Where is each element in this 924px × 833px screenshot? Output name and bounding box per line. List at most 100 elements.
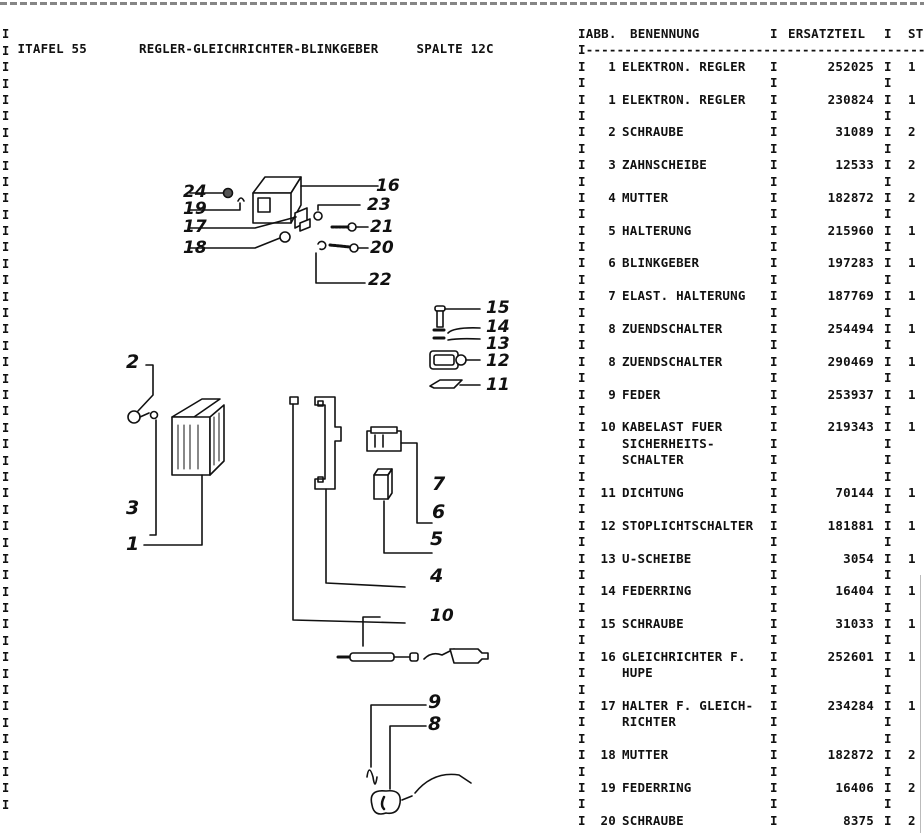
row-separator: I: [770, 796, 778, 812]
row-separator: I: [884, 681, 892, 697]
row-separator: I: [770, 304, 778, 320]
row-separator: I: [884, 698, 892, 714]
quantity: 1: [908, 517, 916, 533]
callout-1: 1: [126, 533, 140, 555]
margin-bar: I: [2, 355, 10, 370]
part-3-washer: [149, 410, 159, 420]
part-2-screw: [127, 410, 150, 424]
quantity: 1: [908, 419, 916, 435]
part-name: ELEKTRON. REGLER: [622, 91, 746, 107]
row-separator: I: [884, 583, 892, 599]
row-separator: I: [578, 271, 586, 287]
part-12-stoplight-switch: [429, 350, 481, 370]
part-name: KABELAST FUER: [622, 419, 723, 435]
row-separator: I: [770, 779, 778, 795]
row-separator: I: [578, 124, 586, 140]
page-title: REGLER-GLEICHRICHTER-BLINKGEBER: [138, 41, 379, 56]
quantity: 2: [908, 157, 916, 173]
margin-bar: I: [2, 92, 10, 107]
row-separator: I: [884, 173, 892, 189]
row-separator: I: [578, 648, 586, 664]
margin-bar: I: [2, 224, 10, 239]
col-header-abb: IABB.: [578, 26, 617, 41]
row-separator: I: [578, 714, 586, 730]
row-separator: I: [884, 206, 892, 222]
part-name: FEDER: [622, 386, 661, 402]
row-separator: I: [578, 189, 586, 205]
margin-bar: I: [2, 469, 10, 484]
part-name: SICHERHEITS-: [622, 435, 715, 451]
row-separator: I: [578, 599, 586, 615]
row-separator: I: [884, 435, 892, 451]
row-separator: I: [770, 583, 778, 599]
row-separator: I: [578, 140, 586, 156]
row-separator: I: [578, 75, 586, 91]
row-separator: I: [578, 288, 586, 304]
row-separator: I: [884, 812, 892, 828]
margin-bar: I: [2, 584, 10, 599]
part-number: 215960: [827, 222, 874, 238]
row-separator: I: [578, 534, 586, 550]
quantity: 1: [908, 255, 916, 271]
callout-6: 6: [432, 501, 446, 523]
col-separator: I: [770, 26, 778, 41]
margin-bar: I: [2, 387, 10, 402]
abb-number: 15: [600, 616, 616, 632]
callout-18: 18: [183, 238, 207, 258]
callout-4: 4: [430, 565, 444, 587]
row-separator: I: [884, 419, 892, 435]
row-separator: I: [770, 386, 778, 402]
row-separator: I: [578, 353, 586, 369]
row-separator: I: [884, 665, 892, 681]
quantity: 2: [908, 747, 916, 763]
row-separator: I: [770, 730, 778, 746]
margin-bar: I: [2, 240, 10, 255]
part-name: SCHRAUBE: [622, 812, 684, 828]
margin-bar: I: [2, 502, 10, 517]
quantity: 2: [908, 124, 916, 140]
row-separator: I: [578, 779, 586, 795]
callout-9: 9: [428, 691, 442, 713]
right-edge-line: [920, 575, 921, 833]
part-number: 252601: [827, 648, 874, 664]
part-number: 253937: [827, 386, 874, 402]
abb-number: 18: [600, 747, 616, 763]
row-separator: I: [770, 140, 778, 156]
margin-bar: I: [2, 535, 10, 550]
margin-bar: I: [2, 142, 10, 157]
row-separator: I: [770, 91, 778, 107]
row-separator: I: [770, 435, 778, 451]
table-header-row: IABB. BENENNUNG I ERSATZTEIL I ST: [578, 26, 924, 42]
part-number: 219343: [827, 419, 874, 435]
part-name: SCHRAUBE: [622, 616, 684, 632]
row-separator: I: [770, 763, 778, 779]
row-separator: I: [884, 796, 892, 812]
part-7-elastic-holder: [366, 426, 433, 524]
callout-7: 7: [432, 473, 446, 495]
row-separator: I: [578, 517, 586, 533]
part-name: DICHTUNG: [622, 484, 684, 500]
margin-bar: I: [2, 568, 10, 583]
row-separator: I: [770, 632, 778, 648]
abb-number: 13: [600, 550, 616, 566]
abb-number: 14: [600, 583, 616, 599]
row-separator: I: [770, 222, 778, 238]
